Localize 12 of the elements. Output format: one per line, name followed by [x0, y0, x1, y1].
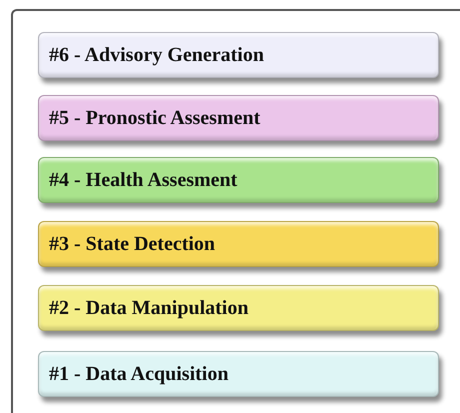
layer-bar: [38, 157, 439, 203]
layer-bar: [38, 285, 439, 331]
layer-label: #4 - Health Assesment: [48, 168, 238, 192]
layer-bar: [38, 351, 439, 397]
layer-label: #3 - State Detection: [48, 232, 216, 256]
layer-label: #2 - Data Manipulation: [48, 296, 248, 320]
layer-label: #5 - Pronostic Assesment: [48, 106, 260, 130]
layer-label: #6 - Advisory Generation: [48, 44, 264, 66]
layer-bar: [38, 221, 439, 267]
layer-bar: [38, 32, 439, 78]
layer-label: #1 - Data Acquisition: [48, 362, 228, 386]
layer-bar: [38, 95, 439, 141]
